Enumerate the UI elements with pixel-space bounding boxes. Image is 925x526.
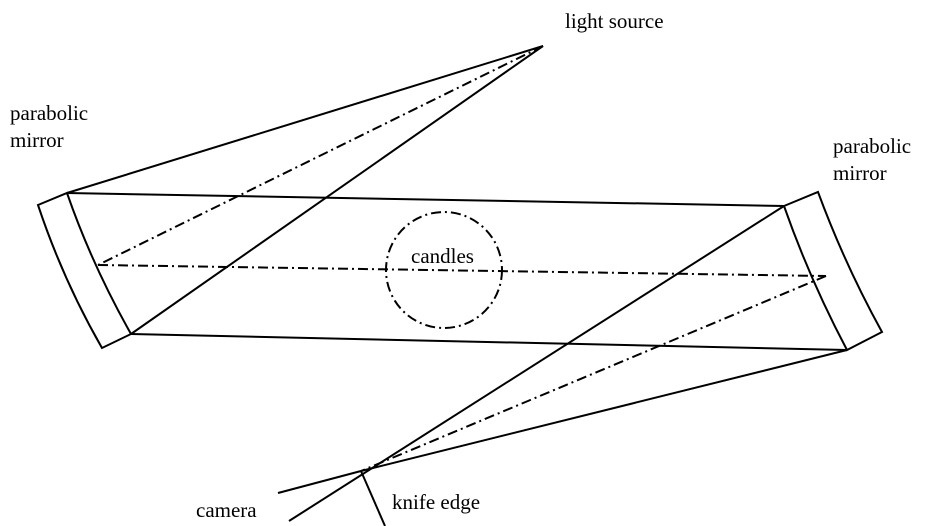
candles-region bbox=[385, 211, 503, 329]
focus-axis bbox=[360, 275, 827, 472]
beam-bottom-edge bbox=[130, 333, 848, 351]
camera-ray bbox=[277, 470, 362, 494]
left-mirror-label-line2: mirror bbox=[10, 128, 64, 152]
source-ray-bottom bbox=[130, 45, 544, 335]
candles-label: candles bbox=[411, 244, 474, 268]
left-parabolic-mirror bbox=[36, 191, 133, 350]
knife-edge bbox=[360, 470, 386, 526]
beam-axis bbox=[97, 264, 827, 277]
focus-ray-bottom bbox=[360, 349, 848, 472]
light-source-label: light source bbox=[565, 9, 664, 33]
source-ray-top bbox=[66, 45, 544, 194]
camera-label: camera bbox=[196, 498, 257, 522]
beam-top-edge bbox=[66, 192, 785, 207]
right-mirror-label-line1: parabolic bbox=[833, 134, 912, 158]
right-mirror-label-line2: mirror bbox=[833, 161, 887, 185]
left-mirror-label-line1: parabolic bbox=[10, 101, 89, 125]
knife-edge-label: knife edge bbox=[392, 490, 481, 514]
right-parabolic-mirror bbox=[782, 190, 884, 352]
source-axis bbox=[97, 45, 544, 266]
